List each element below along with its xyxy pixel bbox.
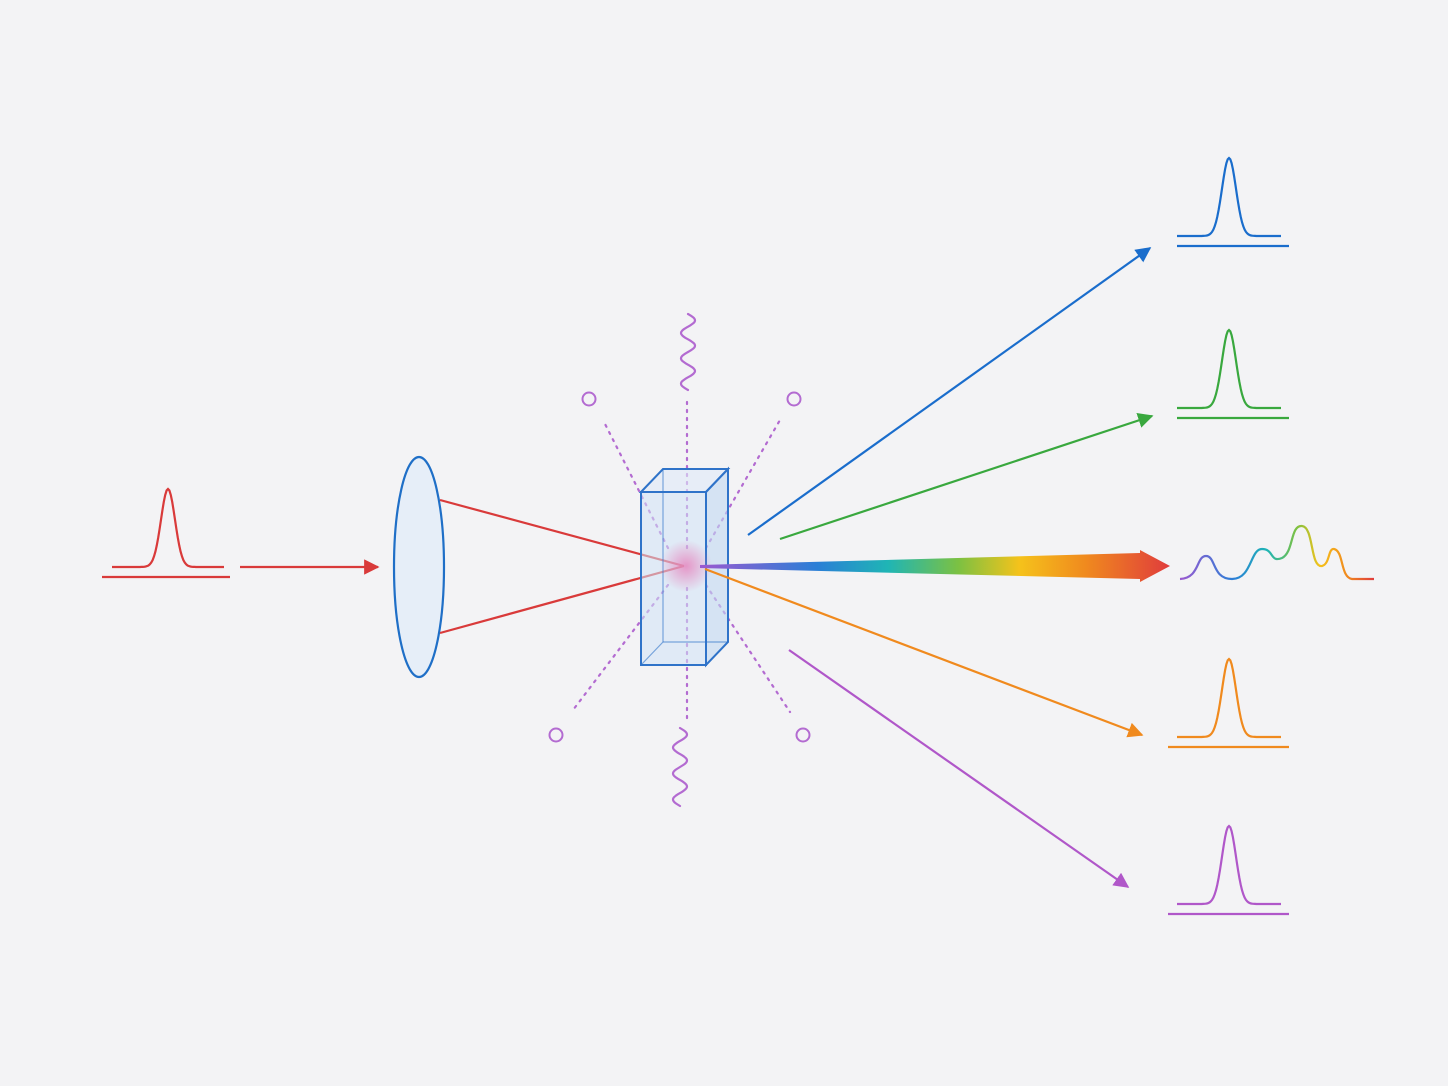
output-pulse-purple-curve — [1177, 824, 1281, 906]
nonlinear-crystal — [638, 466, 731, 668]
output-pulse-green-curve — [1177, 328, 1281, 410]
output-pulse-blue — [1177, 156, 1289, 248]
output-beam-purple — [788, 649, 1130, 888]
output-pulse-green — [1177, 328, 1289, 420]
supercontinuum-spectrum-curve — [1179, 524, 1374, 581]
emitted-particle-top-right — [786, 391, 802, 407]
output-pulse-orange — [1168, 657, 1289, 749]
supercontinuum-beam-arrow — [700, 550, 1170, 582]
output-pulse-purple — [1168, 824, 1289, 916]
crystal-hidden-edge-diagonal — [640, 641, 664, 666]
output-pulse-blue-curve — [1177, 156, 1281, 238]
output-beam-orange — [704, 567, 1144, 738]
input-pulse — [102, 487, 230, 579]
focal-glow — [660, 540, 712, 592]
emitted-wave-top — [679, 312, 697, 392]
emitted-particle-bottom-right — [795, 727, 811, 743]
emitted-particle-bottom-left — [548, 727, 564, 743]
input-pulse-curve — [112, 487, 224, 569]
output-pulse-orange-curve — [1177, 657, 1281, 739]
emitted-particle-top-left — [581, 391, 597, 407]
emitted-wave-bottom — [671, 726, 689, 808]
output-beam-blue — [747, 247, 1152, 536]
focusing-lens — [392, 455, 446, 679]
output-beam-green — [779, 413, 1154, 541]
